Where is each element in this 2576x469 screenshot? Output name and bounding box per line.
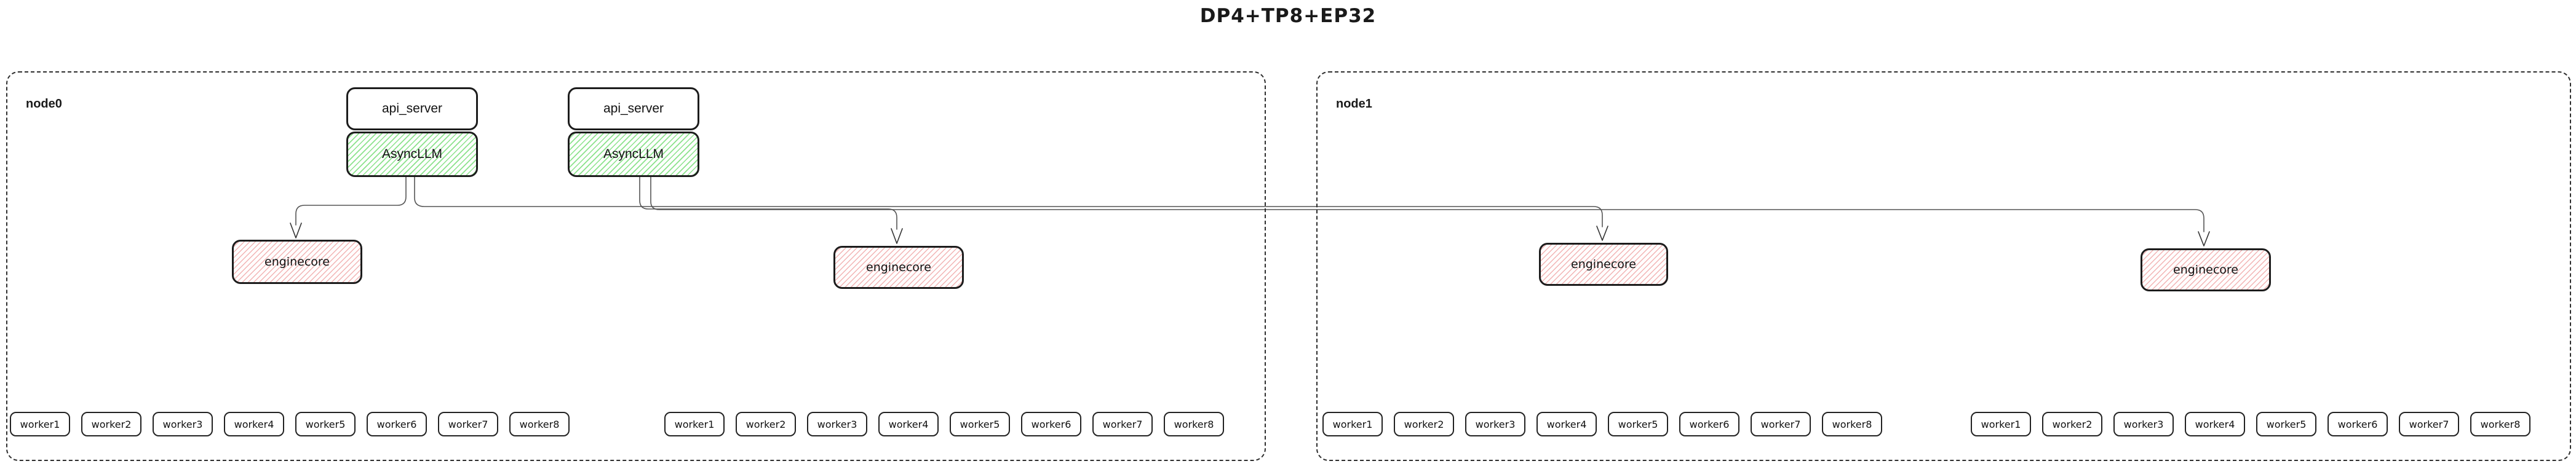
worker-box: worker6 bbox=[367, 412, 427, 436]
worker-box: worker6 bbox=[1679, 412, 1739, 436]
worker-box: worker4 bbox=[2185, 412, 2245, 436]
worker-box: worker5 bbox=[295, 412, 356, 436]
worker-box: worker2 bbox=[736, 412, 796, 436]
worker-box: worker7 bbox=[438, 412, 498, 436]
worker-box: worker7 bbox=[2399, 412, 2459, 436]
worker-group: worker1 worker2 worker3 worker4 worker5 … bbox=[1322, 412, 1882, 436]
api-server-box: api_server bbox=[346, 87, 478, 130]
worker-group: worker1 worker2 worker3 worker4 worker5 … bbox=[10, 412, 570, 436]
worker-box: worker3 bbox=[153, 412, 213, 436]
worker-box: worker3 bbox=[1465, 412, 1525, 436]
node0-label: node0 bbox=[26, 97, 62, 111]
worker-box: worker3 bbox=[807, 412, 867, 436]
worker-box: worker5 bbox=[1608, 412, 1668, 436]
worker-box: worker8 bbox=[509, 412, 570, 436]
worker-box: worker7 bbox=[1092, 412, 1153, 436]
enginecore-box: enginecore bbox=[232, 240, 362, 284]
worker-box: worker2 bbox=[1394, 412, 1454, 436]
node0-container: node0 api_server AsyncLLM api_server Asy… bbox=[6, 71, 1266, 461]
worker-group: worker1 worker2 worker3 worker4 worker5 … bbox=[664, 412, 1224, 436]
worker-box: worker5 bbox=[950, 412, 1010, 436]
worker-box: worker4 bbox=[224, 412, 284, 436]
worker-box: worker8 bbox=[1822, 412, 1882, 436]
worker-group: worker1 worker2 worker3 worker4 worker5 … bbox=[1971, 412, 2530, 436]
enginecore-box: enginecore bbox=[2141, 248, 2271, 291]
worker-box: worker4 bbox=[878, 412, 939, 436]
worker-box: worker7 bbox=[1751, 412, 1811, 436]
worker-box: worker2 bbox=[81, 412, 141, 436]
worker-box: worker1 bbox=[1322, 412, 1383, 436]
worker-box: worker3 bbox=[2113, 412, 2174, 436]
worker-box: worker1 bbox=[1971, 412, 2031, 436]
worker-box: worker1 bbox=[10, 412, 70, 436]
diagram-title: DP4+TP8+EP32 bbox=[1199, 5, 1377, 27]
asyncllm-box: AsyncLLM bbox=[346, 132, 478, 177]
enginecore-box: enginecore bbox=[1539, 243, 1668, 286]
worker-box: worker5 bbox=[2256, 412, 2316, 436]
worker-box: worker8 bbox=[2470, 412, 2530, 436]
enginecore-box: enginecore bbox=[833, 246, 964, 289]
worker-box: worker8 bbox=[1164, 412, 1224, 436]
worker-box: worker1 bbox=[664, 412, 725, 436]
api-server-box: api_server bbox=[568, 87, 699, 130]
worker-box: worker2 bbox=[2042, 412, 2102, 436]
worker-box: worker4 bbox=[1536, 412, 1597, 436]
node1-label: node1 bbox=[1336, 97, 1372, 111]
node1-container: node1 enginecore enginecore worker1 work… bbox=[1316, 71, 2571, 461]
asyncllm-box: AsyncLLM bbox=[568, 132, 699, 177]
worker-box: worker6 bbox=[2328, 412, 2388, 436]
worker-box: worker6 bbox=[1021, 412, 1081, 436]
